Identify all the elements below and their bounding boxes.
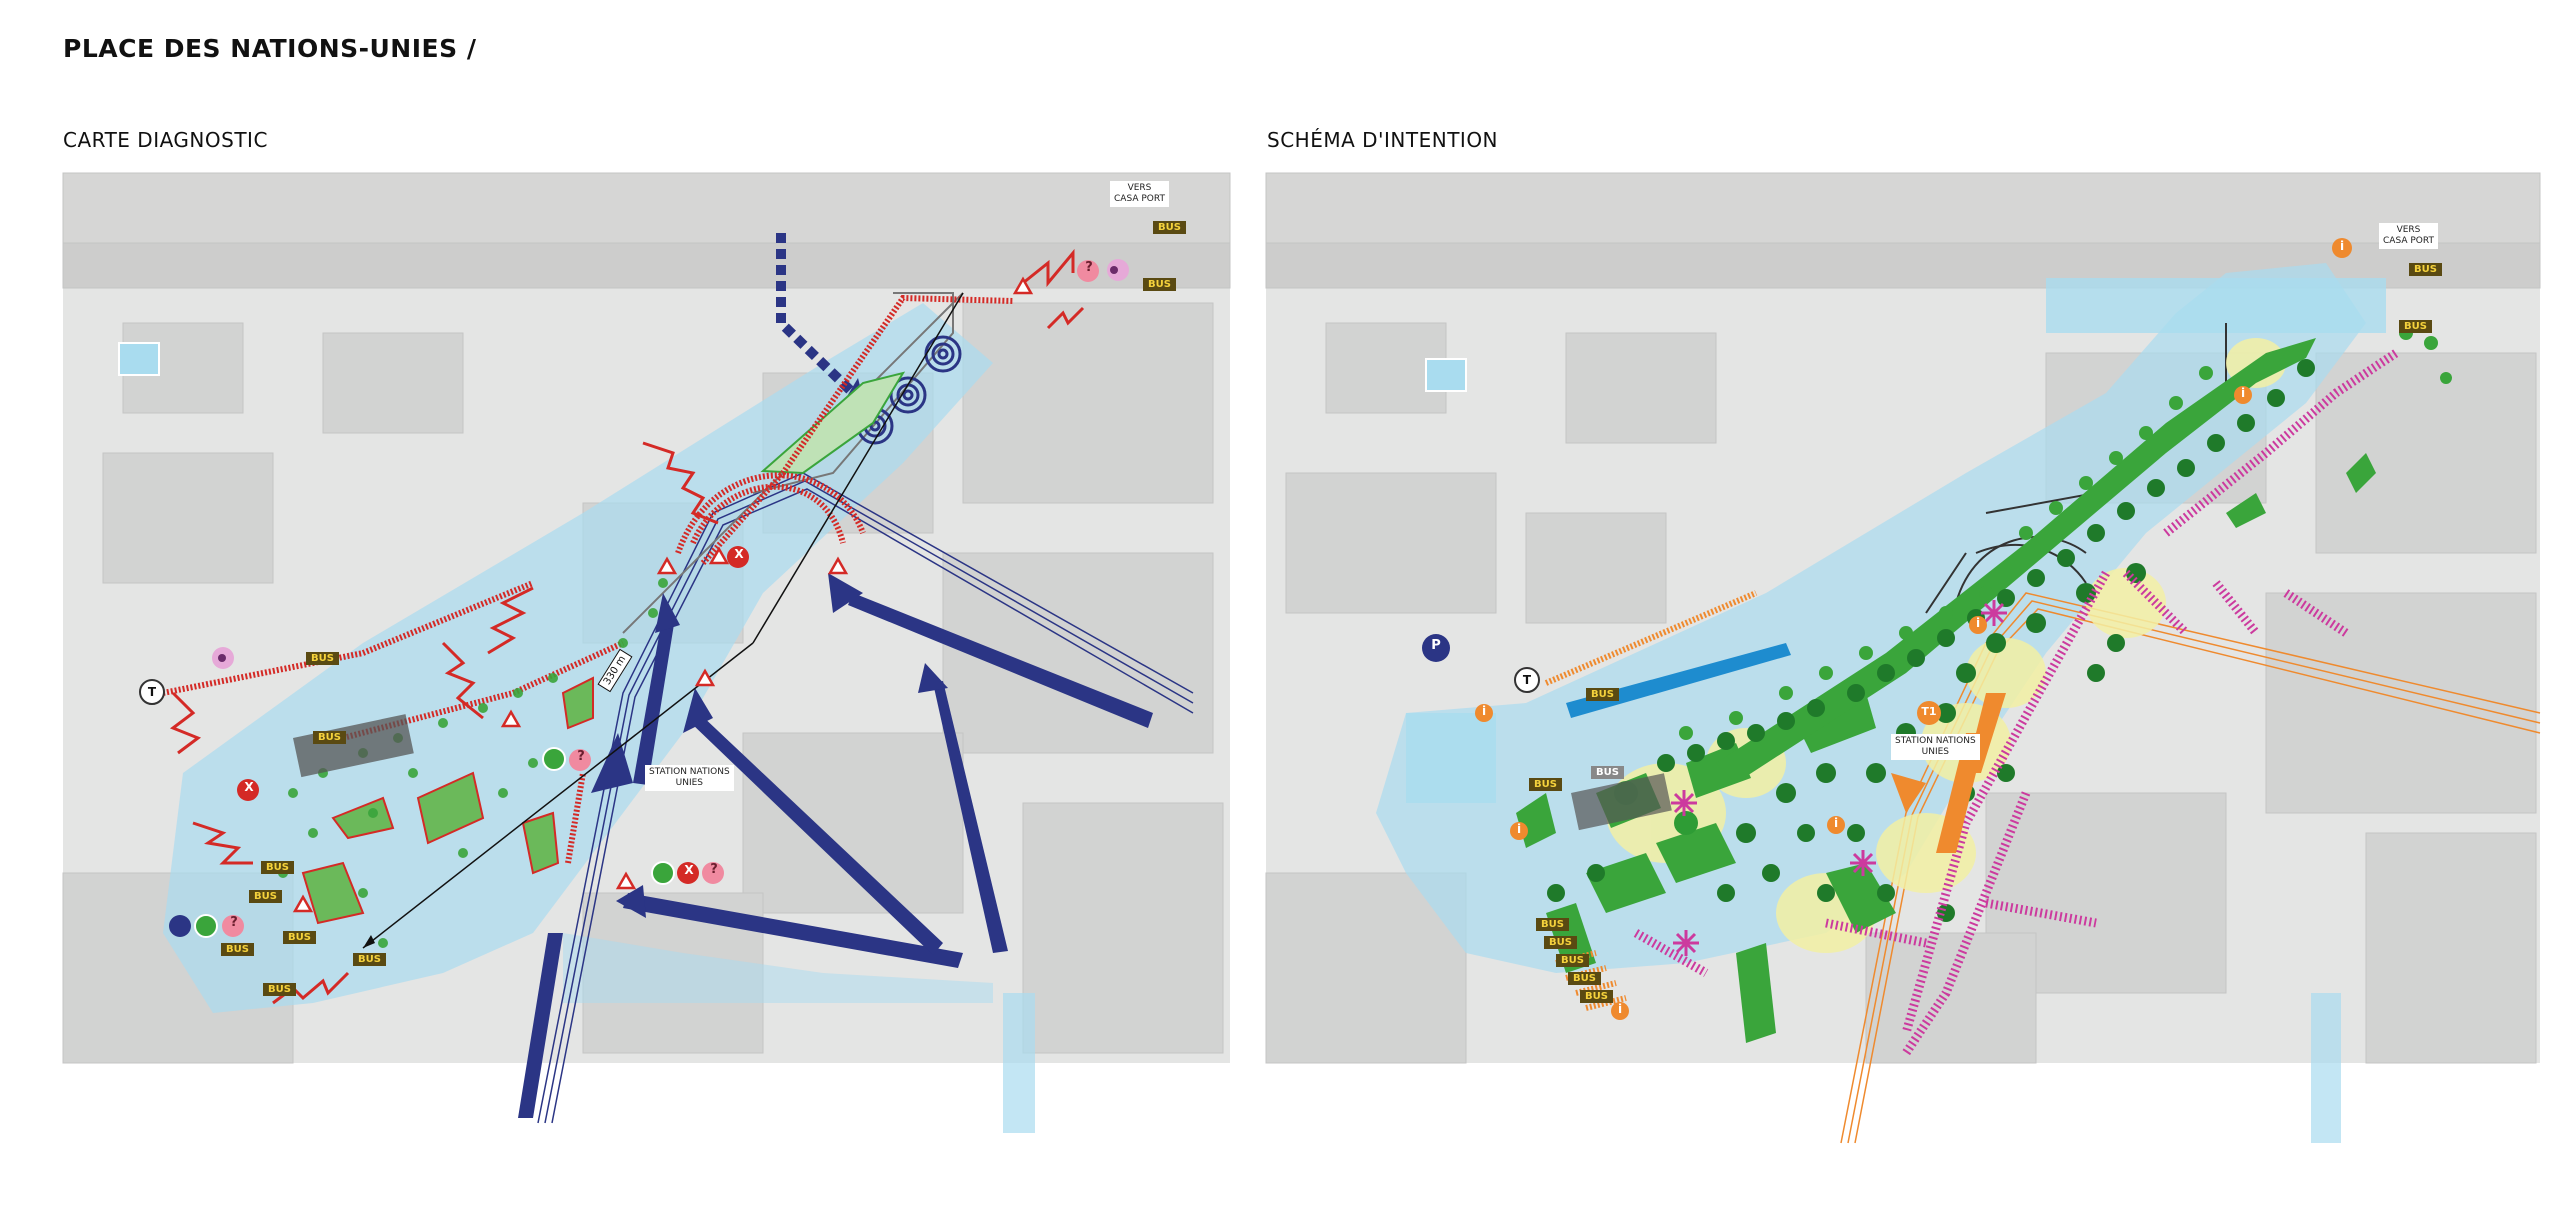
cross-icon: X xyxy=(734,547,744,561)
intention-panel-title: SCHÉMA D'INTENTION xyxy=(1267,128,1499,152)
landmark-stars xyxy=(1671,600,2007,956)
tram-stop-icon: T xyxy=(139,679,165,705)
question-icon: ? xyxy=(577,749,585,764)
intention-map: BUS BUS BUS BUS BUS BUS BUS BUS BUS BUS … xyxy=(1265,172,2541,1144)
warning-icons xyxy=(292,276,1034,913)
barrier-lines xyxy=(162,294,1014,864)
building-blocks xyxy=(1265,172,2541,1064)
destination-label: VERS CASA PORT xyxy=(1110,181,1169,207)
pedestrian-flow-arrows xyxy=(518,573,1153,1118)
station-label: STATION NATIONS UNIES xyxy=(645,765,734,791)
diagnostic-map-graphics xyxy=(62,172,1231,1133)
cross-icon: X xyxy=(684,863,694,877)
tram-line-label: T1 xyxy=(1921,705,1937,718)
bus-badge: BUS xyxy=(263,983,296,996)
tram-line-icon xyxy=(1917,701,1941,725)
planted-beds xyxy=(301,676,594,925)
diagnostic-panel-title: CARTE DIAGNOSTIC xyxy=(63,128,268,152)
question-icon: ? xyxy=(710,862,718,877)
bus-badge: BUS xyxy=(1153,221,1186,234)
parking-icon xyxy=(1422,634,1450,662)
bus-badge: BUS xyxy=(283,931,316,944)
disruption-zigzags xyxy=(169,248,1085,1005)
destination-label: VERS CASA PORT xyxy=(2379,223,2438,249)
bus-badge: BUS xyxy=(2399,320,2432,333)
intention-map-graphics xyxy=(1265,172,2541,1144)
bus-badge: BUS xyxy=(1544,936,1577,949)
tram-stop-icon: T xyxy=(1514,667,1540,693)
bus-badge: BUS xyxy=(2409,263,2442,276)
page-title: PLACE DES NATIONS-UNIES / xyxy=(63,34,477,63)
info-icons xyxy=(1475,238,2352,1020)
bus-badge: BUS xyxy=(353,953,386,966)
info-label: i xyxy=(1481,704,1487,718)
distance-line xyxy=(362,642,754,949)
info-label: i xyxy=(1975,616,1981,630)
diagnostic-map: BUS BUS BUS BUS BUS BUS BUS BUS BUS BUS … xyxy=(62,172,1231,1133)
bus-badge: BUS xyxy=(1556,954,1589,967)
bus-badge: BUS xyxy=(221,943,254,956)
bus-badge: BUS xyxy=(1591,766,1624,779)
parking-label: P xyxy=(1431,638,1441,653)
info-label: i xyxy=(2240,386,2246,400)
bus-badge: BUS xyxy=(1580,990,1613,1003)
info-label: i xyxy=(1617,1002,1623,1016)
bus-badge: BUS xyxy=(306,652,339,665)
cross-icon: X xyxy=(244,780,254,794)
station-label: STATION NATIONS UNIES xyxy=(1891,734,1980,760)
bus-badge: BUS xyxy=(1529,778,1562,791)
bus-badge: BUS xyxy=(1568,972,1601,985)
question-icon: ? xyxy=(1085,260,1093,275)
issue-icons xyxy=(169,259,1129,938)
info-label: i xyxy=(2339,239,2345,253)
bus-badge: BUS xyxy=(313,731,346,744)
bus-badge: BUS xyxy=(261,861,294,874)
vehicle-flow-arrow xyxy=(776,233,857,397)
bus-badge: BUS xyxy=(1143,278,1176,291)
bus-badge: BUS xyxy=(1586,688,1619,701)
info-label: i xyxy=(1833,816,1839,830)
bus-badge: BUS xyxy=(1536,918,1569,931)
info-label: i xyxy=(1516,822,1522,836)
pedestrian-crossings xyxy=(1633,349,2399,1056)
question-icon: ? xyxy=(230,915,238,930)
bus-badge: BUS xyxy=(249,890,282,903)
